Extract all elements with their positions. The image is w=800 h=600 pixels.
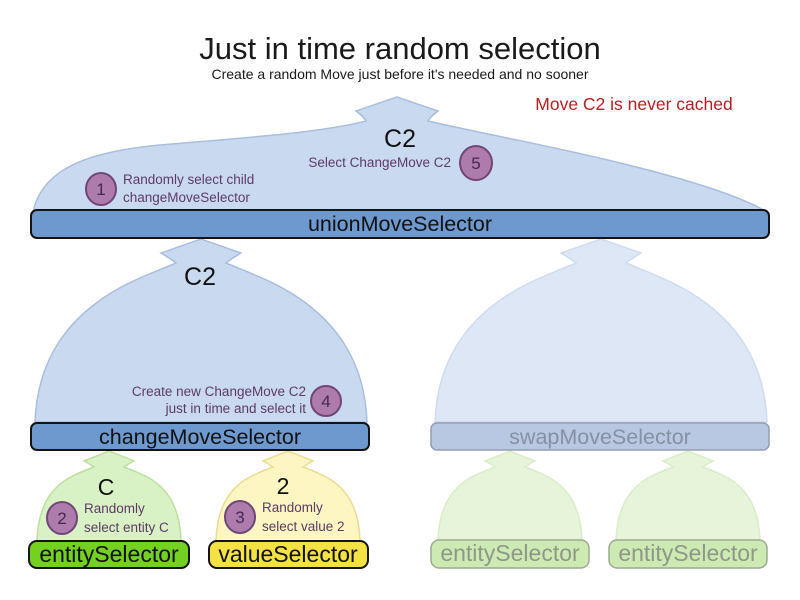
page-title: Just in time random selection [199, 31, 600, 66]
value-selector-label: valueSelector [218, 541, 358, 567]
union-move-selector-bar [30, 209, 770, 239]
step-1-text-line-2: changeMoveSelector [123, 190, 250, 205]
union-move-label: C2 [384, 125, 416, 153]
step-3-text-line-2: select value 2 [262, 519, 345, 534]
faded-entity-selector-label-1: entitySelector [440, 540, 580, 566]
step-3-text-line-1: Randomly [262, 500, 323, 515]
union-mound-arrow [32, 96, 770, 213]
step-5-text: Select ChangeMove C2 [308, 155, 451, 170]
step-2-text-line-1: Randomly [84, 501, 145, 516]
faded-entity-selector-bar-1 [430, 539, 590, 569]
step-1-circle [85, 172, 117, 206]
union-move-selector-label: unionMoveSelector [308, 212, 492, 236]
page-subtitle: Create a random Move just before it's ne… [211, 66, 588, 82]
step-4-text-line-2: just in time and select it [165, 401, 307, 416]
swap-move-selector-label: swapMoveSelector [509, 425, 691, 449]
entity-move-label: C [98, 474, 115, 500]
value-move-label: 2 [277, 473, 290, 499]
step-1-text-line-1: Randomly select child [123, 172, 254, 187]
step-2-circle [46, 501, 78, 535]
never-cached-note: Move C2 is never cached [535, 94, 732, 114]
faded-entity-selector-label-2: entitySelector [618, 540, 758, 566]
step-3-circle [224, 500, 256, 534]
change-move-label: C2 [184, 263, 216, 291]
step-5-number: 5 [471, 154, 480, 173]
step-4-text-line-1: Create new ChangeMove C2 [132, 384, 306, 399]
swap-mound-arrow [434, 238, 768, 423]
change-move-selector-bar [30, 422, 370, 451]
faded-entity-mound-arrow-2 [615, 450, 761, 542]
step-2-text-line-2: select entity C [84, 520, 169, 535]
step-1-number: 1 [96, 180, 105, 199]
change-move-selector-label: changeMoveSelector [99, 425, 301, 449]
entity-selector-label: entitySelector [39, 541, 179, 567]
faded-entity-selector-bar-2 [608, 539, 768, 569]
step-3-number: 3 [235, 508, 244, 527]
step-5-circle [459, 145, 493, 181]
entity-selector-bar [28, 540, 190, 569]
step-4-number: 4 [321, 392, 330, 411]
value-selector-bar [208, 540, 369, 569]
step-4-circle [310, 385, 342, 417]
swap-move-selector-bar [430, 422, 770, 451]
faded-entity-mound-arrow-1 [437, 450, 583, 542]
step-2-number: 2 [57, 509, 66, 528]
